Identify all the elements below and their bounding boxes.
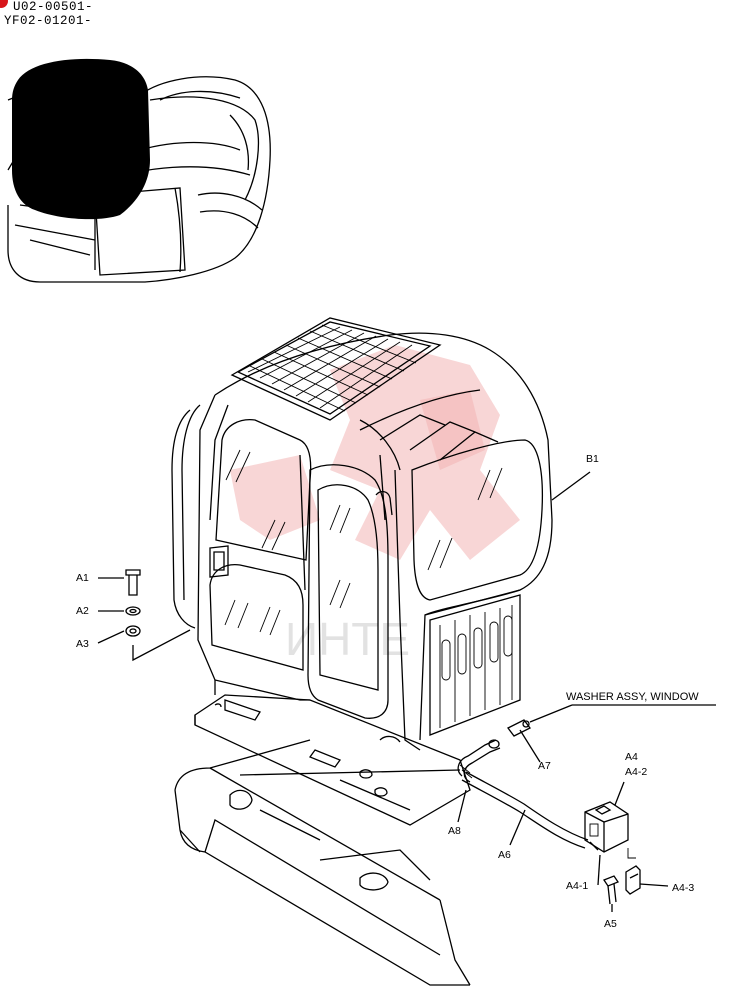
callout-a1: A1 [76,572,89,584]
watermark-logo: ИНТЕ [230,345,520,665]
cab-b1 [171,317,553,751]
callout-a7: A7 [538,760,551,772]
floor-plate [194,694,471,826]
svg-text:ИНТЕ: ИНТЕ [285,613,410,665]
washer-assy-note: WASHER ASSY, WINDOW [566,691,699,703]
roof-mesh [247,324,417,412]
callout-a2: A2 [76,605,89,617]
callout-a4-3: A4-3 [672,882,694,894]
location-thumbnail [7,58,271,283]
callout-a3: A3 [76,638,89,650]
callout-a4-1: A4-1 [566,880,588,892]
callout-a6: A6 [498,849,511,861]
base-frame [174,739,471,986]
callout-b1: B1 [586,453,599,465]
washer-assembly [457,704,716,912]
callout-a5: A5 [604,918,617,930]
serial-line-2: YF02-01201- [4,14,93,28]
callout-a4: A4 [625,751,638,763]
bolt-group [97,569,191,662]
red-marker-icon [0,0,8,8]
serial-line-1: U02-00501- [13,0,94,14]
callout-a4-2: A4-2 [625,766,647,778]
serial-header: U02-00501- YF02-01201- [0,0,140,30]
callout-a8: A8 [448,825,461,837]
